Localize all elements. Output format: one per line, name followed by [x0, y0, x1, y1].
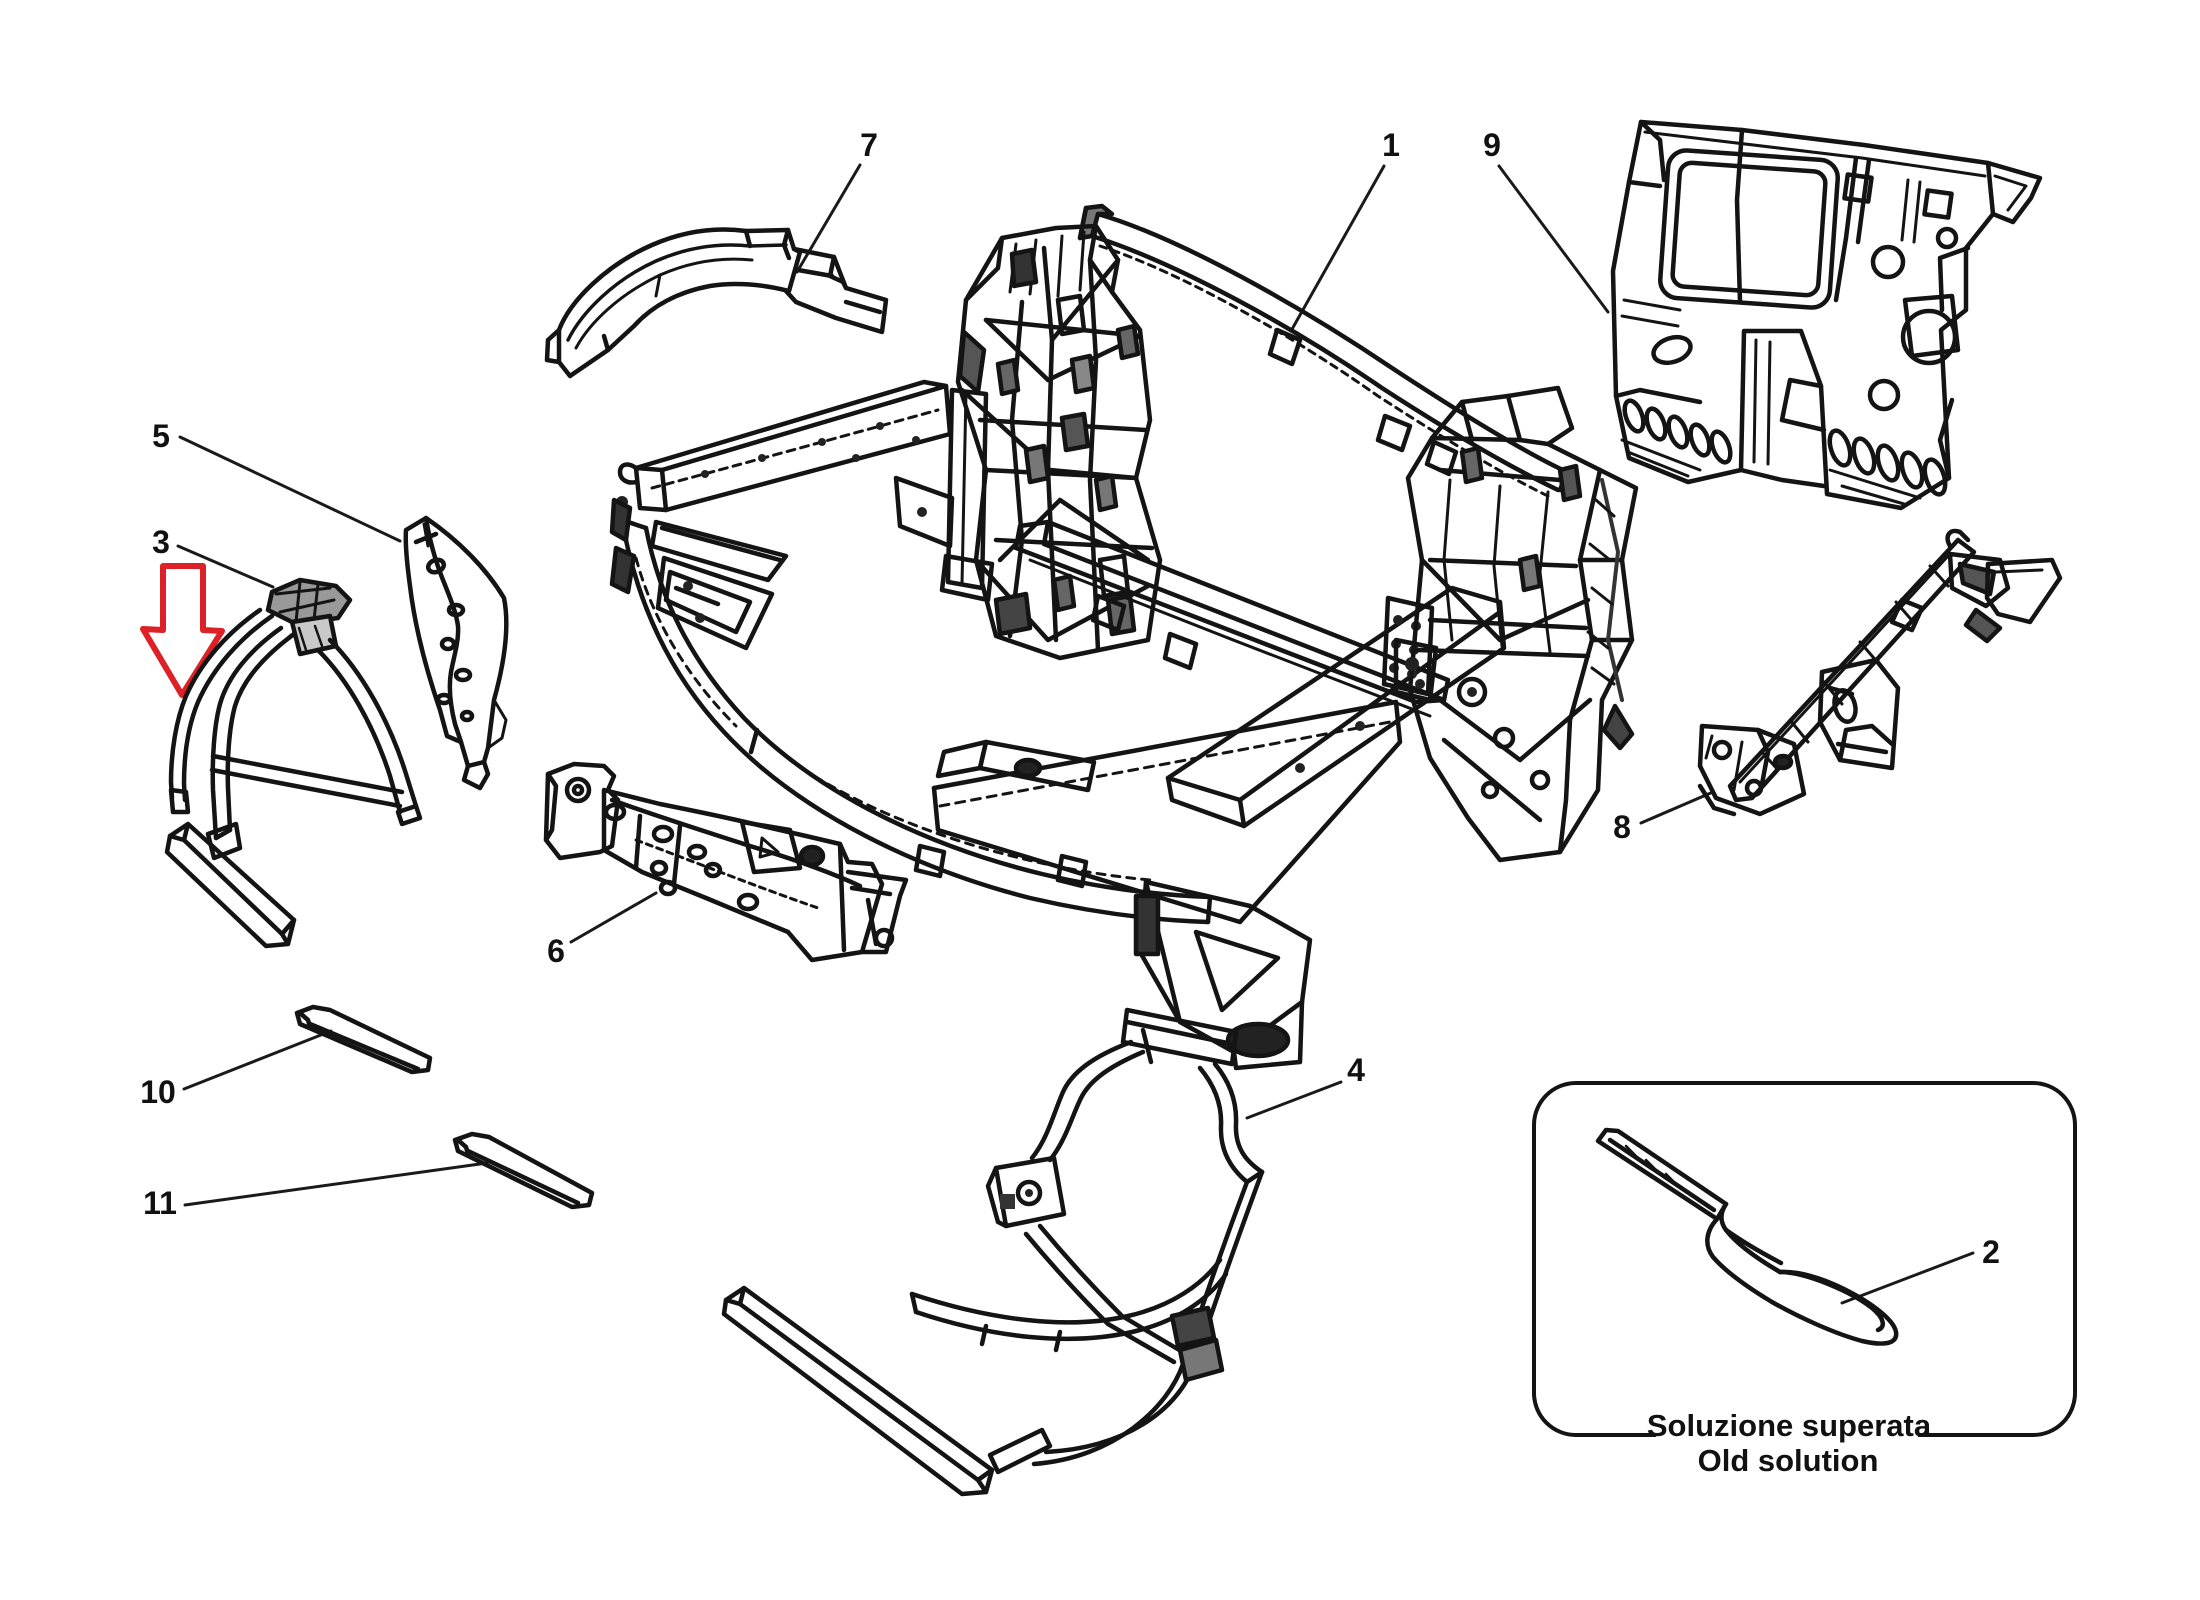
svg-text:11: 11 — [143, 1185, 177, 1221]
svg-text:Old solution: Old solution — [1698, 1443, 1879, 1478]
svg-text:Soluzione superata: Soluzione superata — [1647, 1408, 1932, 1443]
svg-text:2: 2 — [1982, 1234, 2000, 1270]
svg-text:4: 4 — [1347, 1052, 1365, 1088]
svg-text:6: 6 — [547, 933, 565, 969]
svg-text:10: 10 — [140, 1074, 176, 1110]
svg-text:9: 9 — [1483, 127, 1501, 163]
svg-text:3: 3 — [152, 524, 170, 560]
svg-text:1: 1 — [1382, 127, 1400, 163]
svg-text:8: 8 — [1613, 809, 1631, 845]
svg-text:5: 5 — [152, 418, 170, 454]
svg-text:7: 7 — [860, 127, 878, 163]
